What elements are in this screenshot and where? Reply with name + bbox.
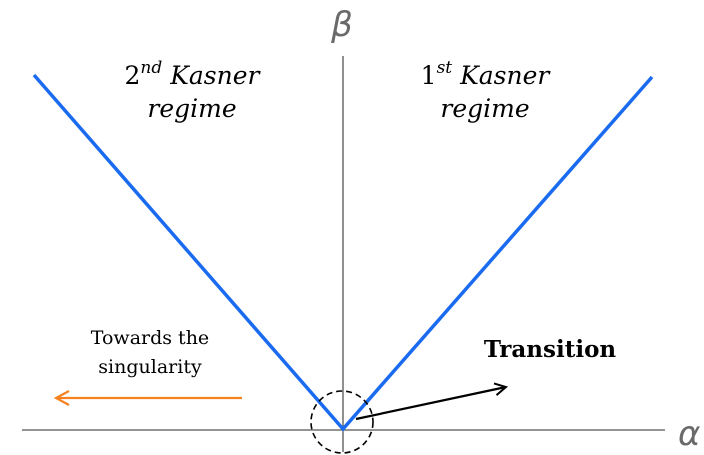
regime-number: 2	[125, 61, 141, 90]
regime-number: 1	[421, 61, 437, 90]
beta-axis-label: β	[330, 5, 353, 45]
transition-arrow	[355, 387, 506, 421]
towards-singularity-line1: Towards the	[91, 327, 209, 349]
second-kasner-regime-line2: regime	[147, 94, 236, 123]
first-kasner-regime-line2: regime	[440, 94, 529, 123]
regime-superscript: st	[437, 58, 453, 78]
regime-superscript: nd	[140, 58, 162, 78]
regime-name: Kasner	[169, 61, 261, 90]
alpha-axis-label: α	[678, 414, 700, 454]
regime-name: Kasner	[459, 61, 551, 90]
first-kasner-regime-label: 1st Kasner	[421, 58, 552, 90]
second-kasner-regime-label: 2nd Kasner	[125, 58, 262, 90]
transition-region-circle	[310, 390, 374, 454]
kasner-wedge-boundary	[32, 73, 654, 432]
transition-label: Transition	[484, 336, 617, 363]
towards-singularity-line2: singularity	[98, 356, 202, 378]
